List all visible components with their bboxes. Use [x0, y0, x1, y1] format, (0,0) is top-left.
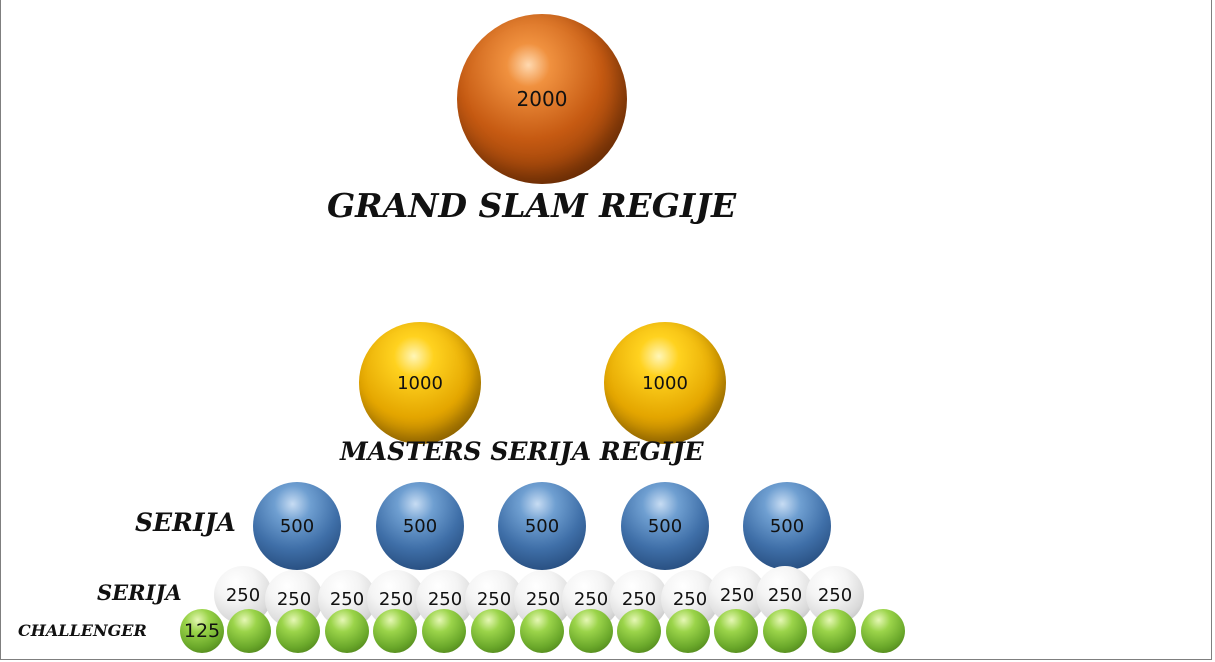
serija-250-value: 250 — [621, 588, 657, 610]
serija-250-value: 250 — [525, 588, 561, 610]
serija-250-value: 250 — [378, 588, 414, 610]
challenger-ball — [861, 609, 905, 653]
grand-slam-ball: 2000 — [457, 14, 627, 184]
serija-500-ball: 500 — [743, 482, 831, 570]
challenger-ball — [812, 609, 856, 653]
serija-250-value: 250 — [573, 588, 609, 610]
challenger-ball — [422, 609, 466, 653]
serija-250-ball: 250 — [806, 566, 864, 624]
serija-250-value: 250 — [276, 588, 312, 610]
challenger-ball — [471, 609, 515, 653]
serija-500-ball: 500 — [621, 482, 709, 570]
masters-ball: 1000 — [604, 322, 726, 444]
serija-250-value: 250 — [225, 584, 261, 606]
serija-250-value: 250 — [427, 588, 463, 610]
serija-500-ball: 500 — [498, 482, 586, 570]
challenger-value: 125 — [183, 620, 221, 642]
serija-250-value: 250 — [476, 588, 512, 610]
label-grand-slam: GRAND SLAM REGIJE — [327, 186, 737, 225]
serija-500-ball: 500 — [376, 482, 464, 570]
masters-ball: 1000 — [359, 322, 481, 444]
challenger-ball — [227, 609, 271, 653]
label-challenger: CHALLENGER — [18, 621, 147, 640]
label-serija-250: SERIJA — [97, 580, 182, 605]
challenger-ball — [520, 609, 564, 653]
serija-500-ball: 500 — [253, 482, 341, 570]
serija-500-value: 500 — [647, 515, 683, 537]
challenger-ball — [373, 609, 417, 653]
challenger-ball — [617, 609, 661, 653]
challenger-ball: 125 — [180, 609, 224, 653]
challenger-ball — [763, 609, 807, 653]
serija-500-value: 500 — [402, 515, 438, 537]
challenger-ball — [569, 609, 613, 653]
grand-slam-value: 2000 — [516, 87, 568, 111]
serija-250-value: 250 — [719, 584, 755, 606]
masters-value: 1000 — [642, 372, 688, 394]
serija-250-value: 250 — [329, 588, 365, 610]
serija-500-value: 500 — [769, 515, 805, 537]
challenger-ball — [325, 609, 369, 653]
serija-250-value: 250 — [817, 584, 853, 606]
challenger-ball — [276, 609, 320, 653]
challenger-ball — [714, 609, 758, 653]
label-serija-500: SERIJA — [135, 508, 236, 537]
serija-250-value: 250 — [672, 588, 708, 610]
serija-500-value: 500 — [279, 515, 315, 537]
challenger-ball — [666, 609, 710, 653]
serija-500-value: 500 — [524, 515, 560, 537]
label-masters: MASTERS SERIJA REGIJE — [340, 437, 704, 466]
serija-250-value: 250 — [767, 584, 803, 606]
masters-value: 1000 — [397, 372, 443, 394]
